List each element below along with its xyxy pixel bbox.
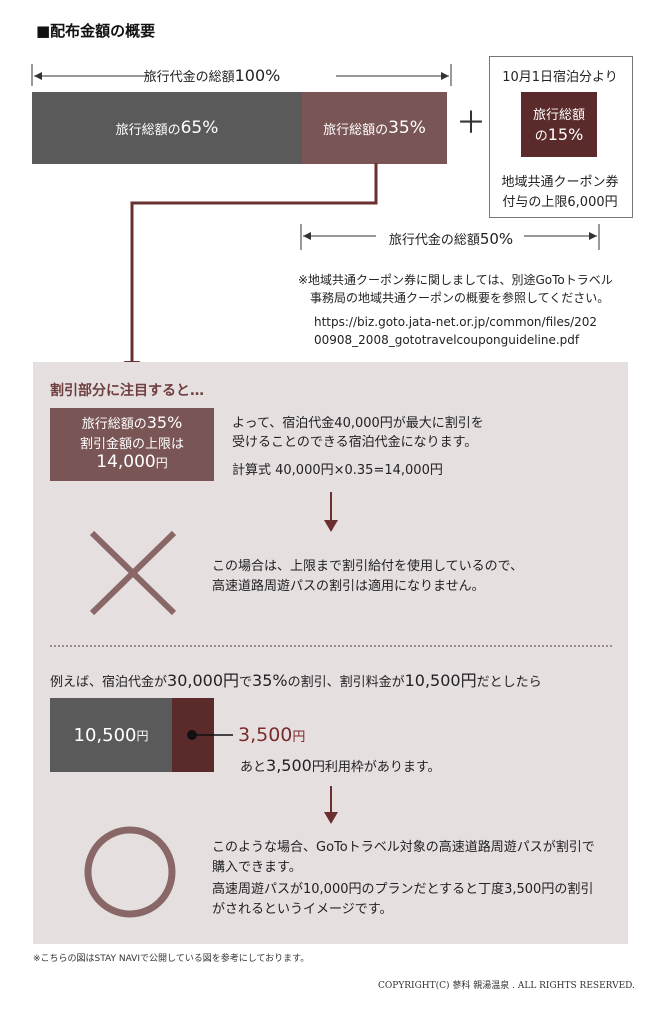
half-label: 旅行代金の総額50% — [388, 230, 514, 248]
footnote: ※こちらの図はSTAY NAVIで公開している図を参考にしております。 — [33, 954, 310, 964]
coupon-note-1: ※地域共通クーポン券に関しましては、別途GoToトラベル — [298, 273, 613, 287]
remain-amount: 3,500円 — [238, 724, 306, 746]
coupon-desc-2: 付与の上限6,000円 — [502, 195, 618, 210]
half-span-arrow — [300, 224, 600, 250]
pointer-line — [187, 730, 233, 740]
cap-box-line2: 割引金額の上限は — [79, 437, 184, 452]
remain-text: あと3,500円利用枠があります。 — [240, 756, 441, 775]
coupon-note-2: 事務局の地域共通クーポンの概要を参照してください。 — [310, 291, 610, 305]
coupon-15-box: 旅行総額 の15% — [521, 92, 597, 157]
explain-line1: よって、宿泊代金40,000円が最大に割引を — [232, 416, 484, 431]
copyright: COPYRIGHT(C) 蓼科 親湯温泉 . ALL RIGHTS RESERV… — [378, 981, 635, 991]
example-line: 例えば、宿泊代金が30,000円で35%の割引、割引料金が10,500円だとした… — [50, 671, 542, 690]
cap-box-line1: 旅行総額の35% — [81, 413, 183, 432]
coupon-url-1[interactable]: https://biz.goto.jata-net.or.jp/common/f… — [314, 315, 598, 329]
total-label: 旅行代金の総額100% — [143, 66, 281, 85]
coupon-box-line1: 旅行総額 — [532, 108, 585, 123]
page-title: ■配布金額の概要 — [36, 22, 156, 40]
cross-line2: 高速道路周遊パスの割引は適用になりません。 — [212, 579, 485, 594]
coupon-box-line2: の15% — [534, 125, 584, 144]
coupon-desc-1: 地域共通クーポン券 — [501, 175, 619, 190]
formula: 計算式 40,000円×0.35=14,000円 — [232, 463, 443, 478]
plus-sign: ＋ — [456, 106, 486, 141]
cap-box-amount: 14,000円 — [96, 452, 168, 472]
circle-icon — [84, 826, 176, 918]
coupon-box — [489, 56, 633, 218]
down-arrow-2 — [324, 786, 338, 824]
circle-line4: がされるというイメージです。 — [212, 902, 393, 917]
dotted-divider — [50, 645, 612, 647]
coupon-url-2[interactable]: 00908_2008_gototravelcouponguideline.pdf — [314, 333, 580, 347]
circle-line2: 購入できます。 — [212, 860, 302, 875]
down-arrow-1 — [324, 492, 338, 532]
circle-line1: このような場合、GoToトラベル対象の高速道路周遊パスが割引で — [212, 840, 595, 855]
explain-line2: 受けることのできる宿泊代金になります。 — [232, 435, 478, 450]
coupon-head: 10月1日宿泊分より — [502, 70, 618, 85]
panel-heading: 割引部分に注目すると… — [50, 383, 204, 399]
circle-line3: 高速周遊パスが10,000円のプランだとすると丁度3,500円の割引 — [212, 882, 594, 897]
cross-icon — [89, 530, 177, 616]
cross-line1: この場合は、上限まで割引給付を使用しているので、 — [212, 559, 524, 574]
total-span-arrow — [31, 64, 452, 86]
cap-box: 旅行総額の35% 割引金額の上限は 14,000円 — [50, 408, 214, 481]
